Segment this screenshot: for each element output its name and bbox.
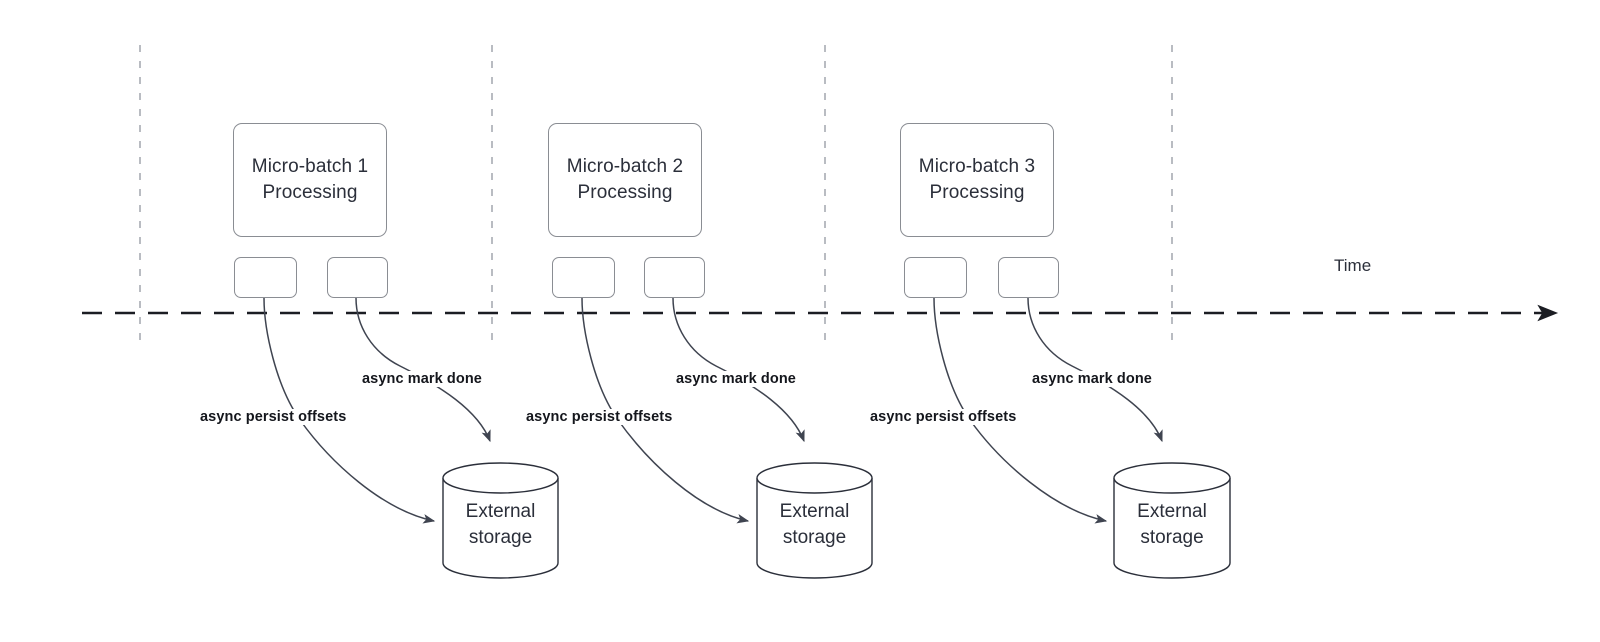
- batch-title-line2: Processing: [929, 182, 1025, 203]
- batch-title-line1: Micro-batch 2: [566, 156, 684, 177]
- storage-cylinder-body-1: [442, 478, 559, 579]
- batch-2-task-box-1[interactable]: [552, 257, 615, 298]
- batch-title-line2: Processing: [262, 182, 358, 203]
- edge-label-mark-done-3: async mark done: [1030, 371, 1154, 387]
- storage-cylinder-body-3: [1113, 478, 1231, 579]
- batch-2-task-box-2[interactable]: [644, 257, 705, 298]
- time-axis-label: Time: [1334, 256, 1372, 275]
- batch-title-line1: Micro-batch 3: [918, 156, 1036, 177]
- storage-cylinder-body-2: [756, 478, 873, 579]
- edge-label-persist-offsets-3: async persist offsets: [868, 409, 1019, 425]
- edge-label-mark-done-1: async mark done: [360, 371, 484, 387]
- storage-cylinder-top-3: [1113, 462, 1231, 494]
- storage-cylinder-top-2: [756, 462, 873, 494]
- batch-box-1[interactable]: Micro-batch 1 Processing: [233, 123, 387, 237]
- edge-mark-done-2: [672, 297, 805, 443]
- storage-cylinder-top-1: [442, 462, 559, 494]
- edge-label-persist-offsets-2: async persist offsets: [524, 409, 675, 425]
- timeline-dividers: [139, 45, 1173, 345]
- batch-box-3[interactable]: Micro-batch 3 Processing: [900, 123, 1054, 237]
- batch-1-task-box-2[interactable]: [327, 257, 388, 298]
- edge-mark-done-1: [355, 297, 491, 443]
- batch-box-2[interactable]: Micro-batch 2 Processing: [548, 123, 702, 237]
- async-edges: [263, 297, 1163, 524]
- batch-3-task-box-1[interactable]: [904, 257, 967, 298]
- batch-title-line1: Micro-batch 1: [251, 156, 369, 177]
- storage-cylinders: [442, 462, 1231, 579]
- edge-label-persist-offsets-1: async persist offsets: [198, 409, 349, 425]
- edge-mark-done-3: [1027, 297, 1163, 443]
- batch-1-task-box-1[interactable]: [234, 257, 297, 298]
- batch-3-task-box-2[interactable]: [998, 257, 1059, 298]
- batch-title-line2: Processing: [577, 182, 673, 203]
- edge-label-mark-done-2: async mark done: [674, 371, 798, 387]
